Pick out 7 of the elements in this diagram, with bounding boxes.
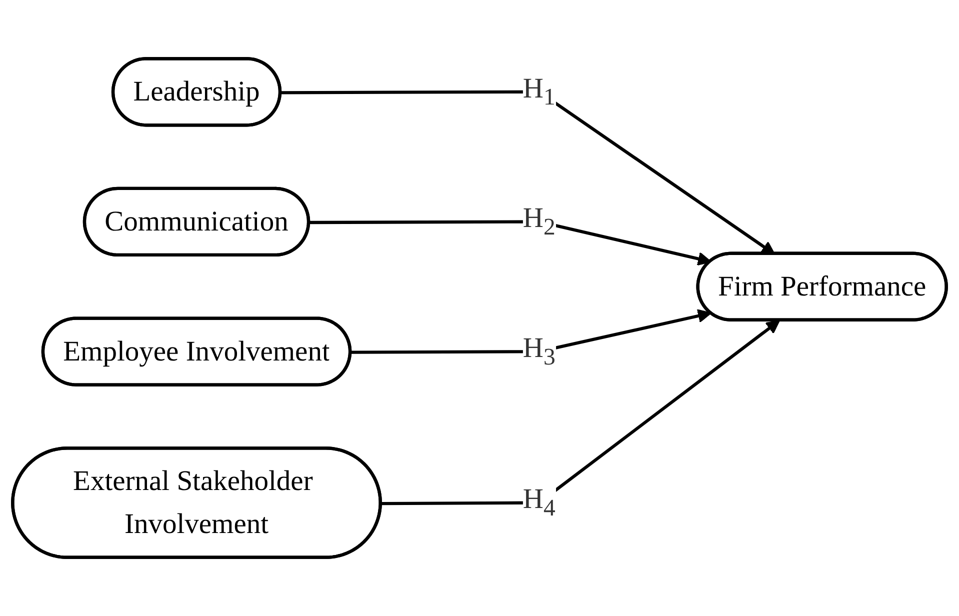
edge-label: H$_{1}$: [522, 72, 556, 111]
edge-label: H$_{2}$: [522, 202, 556, 241]
edge-label: H$_{4}$: [522, 482, 556, 522]
arrow: [350, 309, 712, 354]
arrow: [309, 220, 712, 266]
edge-label: H$_{3}$: [522, 332, 556, 371]
arrow: [381, 320, 780, 506]
